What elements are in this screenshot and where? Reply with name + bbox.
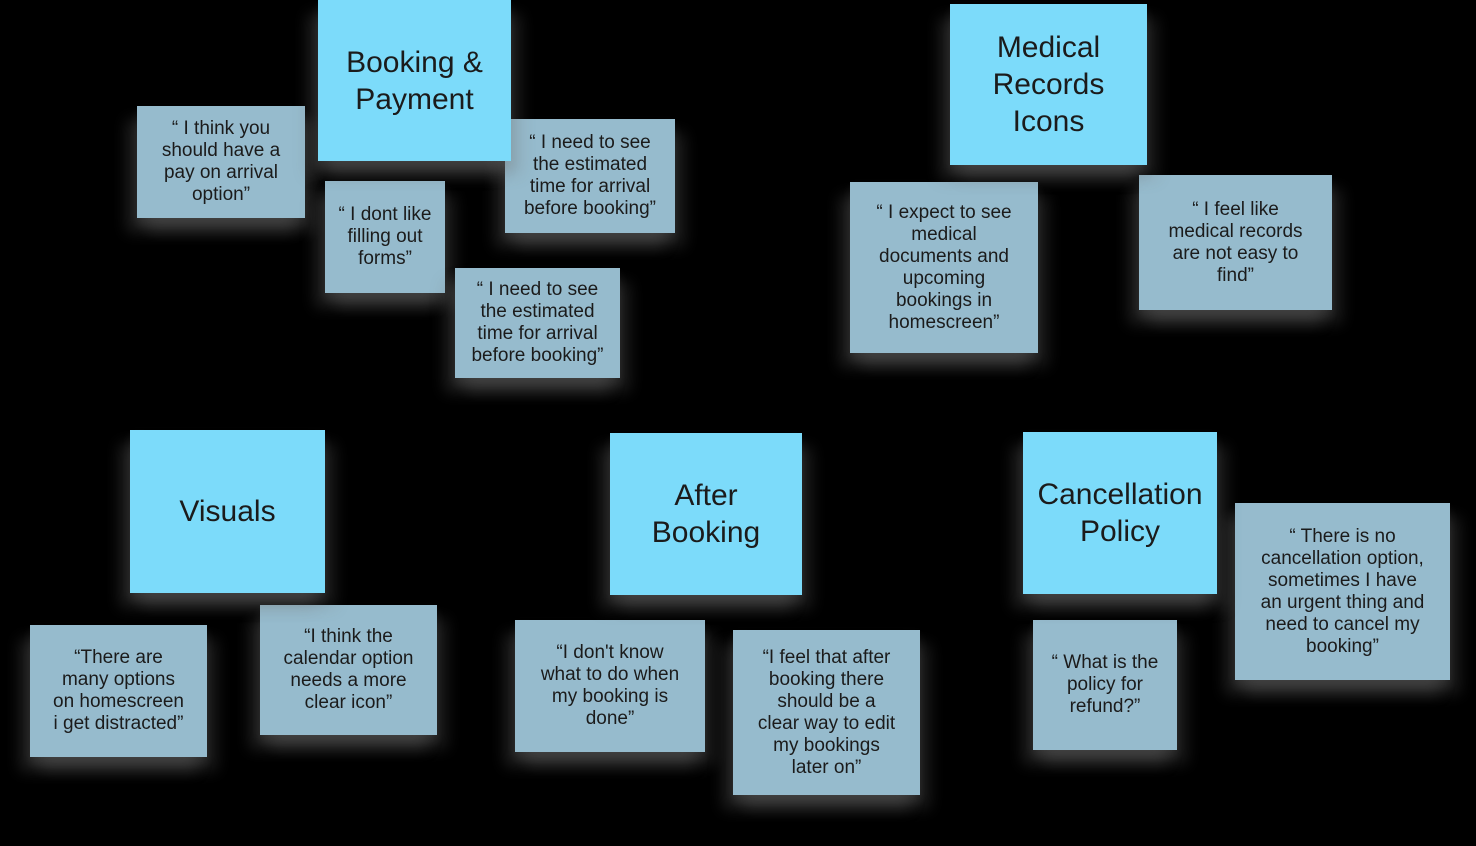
note-text: “ I need to see the estimated time for a…	[471, 279, 604, 366]
category-sticky-visuals[interactable]: Visuals	[130, 430, 325, 593]
sticky-note-filling-forms[interactable]: “ I dont like filling out forms”	[325, 181, 445, 293]
category-sticky-booking-payment[interactable]: Booking & Payment	[318, 0, 511, 161]
sticky-note-no-cancellation-option[interactable]: “ There is no cancellation option, somet…	[1235, 503, 1450, 680]
note-text: “ I think you should have a pay on arriv…	[161, 118, 281, 205]
sticky-note-calendar-icon[interactable]: “I think the calendar option needs a mor…	[260, 605, 437, 735]
category-sticky-cancellation-policy[interactable]: Cancellation Policy	[1023, 432, 1217, 594]
category-label: Visuals	[179, 495, 276, 528]
note-text: “ I expect to see medical documents and …	[876, 201, 1012, 333]
sticky-note-refund-policy[interactable]: “ What is the policy for refund?”	[1033, 620, 1177, 750]
note-text: “ I feel like medical records are not ea…	[1168, 198, 1303, 286]
category-label: Booking & Payment	[346, 45, 483, 116]
sticky-note-booking-done[interactable]: “I don't know what to do when my booking…	[515, 620, 705, 752]
sticky-note-estimated-arrival-1[interactable]: “ I need to see the estimated time for a…	[505, 119, 675, 233]
note-text: “I feel that after booking there should …	[757, 646, 896, 778]
sticky-note-homescreen-distracted[interactable]: “There are many options on homescreen i …	[30, 625, 207, 757]
note-text: “ I dont like filling out forms”	[338, 204, 432, 269]
sticky-note-edit-bookings[interactable]: “I feel that after booking there should …	[733, 630, 920, 795]
sticky-note-estimated-arrival-2[interactable]: “ I need to see the estimated time for a…	[455, 268, 620, 378]
note-text: “ There is no cancellation option, somet…	[1260, 525, 1425, 657]
sticky-note-pay-on-arrival[interactable]: “ I think you should have a pay on arriv…	[137, 106, 305, 218]
category-sticky-after-booking[interactable]: After Booking	[610, 433, 802, 595]
category-label: Cancellation Policy	[1037, 478, 1203, 548]
category-sticky-medical-records-icons[interactable]: Medical Records Icons	[950, 4, 1147, 165]
note-text: “There are many options on homescreen i …	[53, 647, 184, 734]
category-label: After Booking	[651, 479, 761, 549]
note-text: “I think the calendar option needs a mor…	[283, 626, 414, 713]
sticky-note-medical-documents-homescreen[interactable]: “ I expect to see medical documents and …	[850, 182, 1038, 353]
sticky-note-records-not-easy-to-find[interactable]: “ I feel like medical records are not ea…	[1139, 175, 1332, 310]
category-label: Medical Records Icons	[992, 31, 1105, 138]
note-text: “ What is the policy for refund?”	[1051, 652, 1159, 717]
note-text: “ I need to see the estimated time for a…	[523, 132, 657, 219]
note-text: “I don't know what to do when my booking…	[540, 642, 680, 729]
